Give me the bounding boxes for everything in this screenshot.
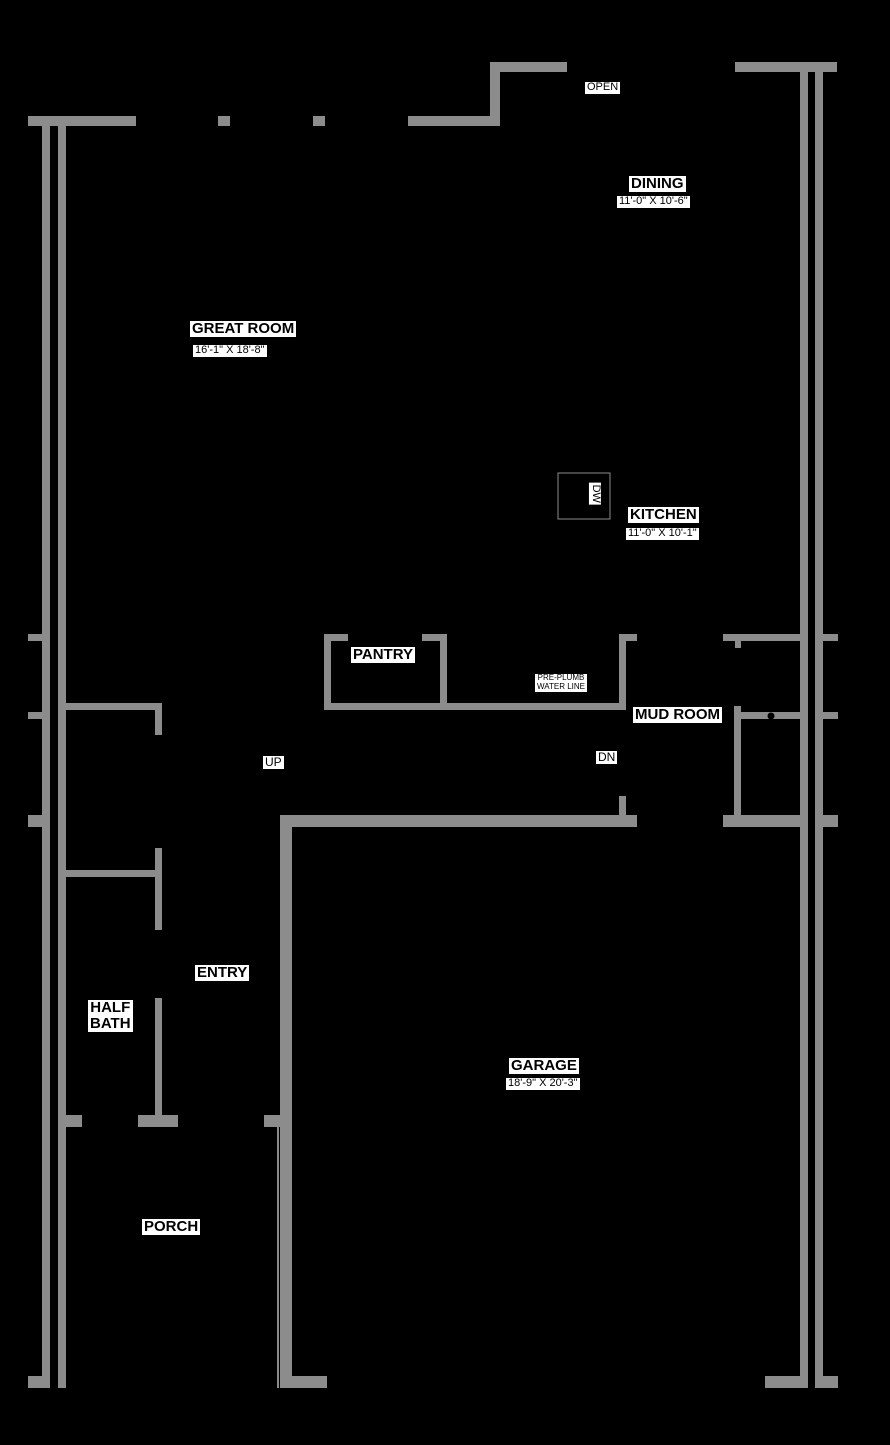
left-wall-stub-3: [28, 815, 44, 827]
stair-top-wall: [64, 703, 162, 710]
half-bath-label-line2: BATH: [90, 1014, 131, 1032]
dishwasher-outline: [557, 472, 611, 520]
halfbath-top-wall: [64, 870, 162, 877]
mudroom-top-left-stub: [619, 634, 637, 641]
mudroom-left-wall-upper: [619, 634, 626, 710]
kitchen-bottom-wall: [324, 703, 626, 710]
right-exterior-wall-inner: [815, 62, 823, 1388]
mudroom-bottom-right-wall: [723, 815, 801, 827]
garage-bottom-left-wall: [280, 1376, 327, 1388]
top-wall-right-segment: [735, 62, 837, 72]
stair-down-label: DN: [596, 750, 618, 764]
porch-wall-left: [64, 1115, 82, 1127]
great-room-label: GREAT ROOM: [190, 320, 297, 337]
left-wall-stub-1: [28, 634, 44, 641]
porch-left-base: [28, 1376, 44, 1388]
mudroom-door-stop: [735, 634, 741, 648]
mudroom-left-wall-lower: [619, 796, 626, 826]
right-wall-stub-2: [822, 712, 838, 719]
halfbath-right-wall-upper: [155, 848, 162, 930]
closet-left-wall: [734, 706, 741, 826]
top-wall-left-segment: [28, 116, 136, 126]
entry-label: ENTRY: [195, 964, 250, 981]
pantry-right-wall: [440, 634, 447, 710]
great-room-dimensions: 16'-1" X 18'-8": [193, 344, 267, 357]
half-bath-label-line1: HALF: [90, 999, 131, 1016]
pantry-left-wall: [324, 634, 331, 710]
pre-plumb-line2: WATER LINE: [537, 681, 586, 691]
kitchen-dimensions: 11'-0" X 10'-1": [626, 527, 699, 540]
closet-rod-dot: [767, 712, 775, 720]
garage-label: GARAGE: [509, 1057, 579, 1074]
top-wall-post-2: [313, 116, 325, 126]
right-wall-stub-3: [822, 815, 838, 827]
right-wall-stub-1: [822, 634, 838, 641]
porch-wall-right: [264, 1115, 286, 1127]
closet-top-wall: [734, 712, 801, 719]
left-wall-stub-2: [28, 712, 44, 719]
pantry-top-left-wall: [324, 634, 348, 641]
bumpout-vertical-wall: [490, 62, 500, 126]
garage-left-wall: [280, 815, 292, 1388]
dining-dimensions: 11'-0" X 10'-6": [617, 195, 690, 208]
half-bath-label: HALF BATH: [88, 1000, 133, 1032]
right-wall-stub-4: [822, 1376, 838, 1388]
garage-bottom-right-wall: [765, 1376, 801, 1388]
pre-plumb-line1: PRE-PLUMB: [537, 673, 585, 682]
porch-label: PORCH: [142, 1218, 201, 1235]
stair-side-stub: [155, 703, 162, 735]
halfbath-right-wall-lower: [155, 998, 162, 1122]
kitchen-label: KITCHEN: [628, 506, 699, 523]
garage-dimensions: 18'-9" X 20'-3": [506, 1077, 580, 1090]
dishwasher-label: DW: [589, 482, 602, 505]
pantry-label: PANTRY: [351, 646, 415, 663]
mud-room-label: MUD ROOM: [633, 706, 722, 723]
open-note: OPEN: [585, 81, 621, 94]
top-wall-mid-segment: [408, 116, 500, 126]
porch-wall-mid: [138, 1115, 178, 1127]
mudroom-top-right-wall: [723, 634, 801, 641]
pre-plumb-water-line-note: PRE-PLUMB WATER LINE: [535, 673, 588, 692]
left-exterior-wall-outer: [42, 116, 50, 1388]
bumpout-top-wall: [490, 62, 567, 72]
dining-label: DINING: [629, 175, 686, 192]
stair-up-label: UP: [263, 755, 284, 769]
top-wall-post-1: [218, 116, 230, 126]
left-exterior-wall-inner: [58, 116, 66, 1388]
right-exterior-wall-outer: [800, 62, 808, 1388]
pantry-top-right-wall: [422, 634, 446, 641]
garage-top-wall: [280, 815, 637, 827]
